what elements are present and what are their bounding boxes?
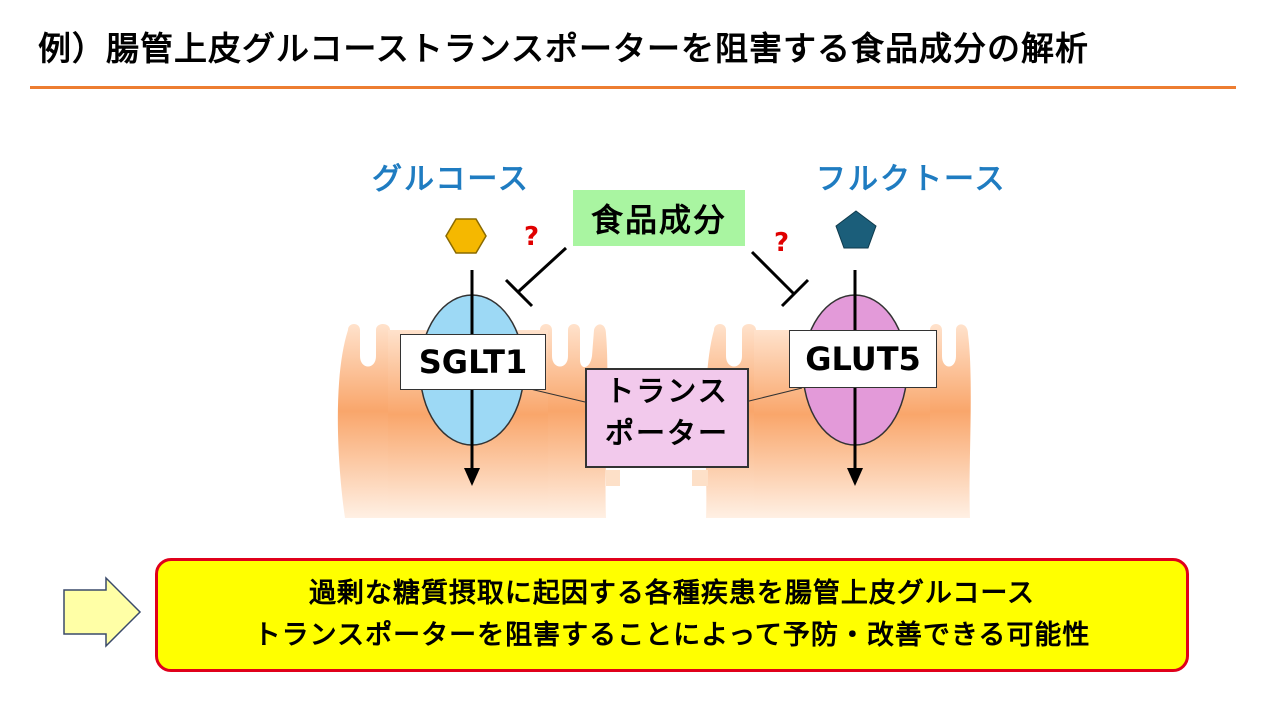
fructose-label: フルクトース	[816, 162, 1007, 197]
question-mark-left: ?	[524, 222, 540, 252]
conclusion-line1: 過剰な糖質摂取に起因する各種疾患を腸管上皮グルコース	[308, 578, 1036, 609]
glucose-hexagon-icon	[445, 218, 487, 254]
inhibition-bar-right	[780, 278, 810, 308]
transporter-line1: トランス	[605, 374, 729, 408]
glucose-arrowhead	[464, 468, 480, 486]
inhibition-line-right	[750, 250, 796, 296]
transporter-line2: ポーター	[604, 416, 729, 450]
transporter-box: トランス ポーター	[585, 368, 749, 468]
transporter-connector-left	[525, 387, 586, 403]
page-title: 例）腸管上皮グルコーストランスポーターを阻害する食品成分の解析	[38, 29, 1090, 68]
right-epithelial-cell	[930, 324, 971, 518]
fructose-arrowhead	[847, 468, 863, 486]
left-epithelial-cell	[337, 324, 390, 518]
conclusion-line2: トランスポーターを阻害することによって予防・改善できる可能性	[253, 620, 1091, 651]
fructose-pentagon-icon	[835, 210, 877, 249]
glut5-label: GLUT5	[789, 330, 937, 388]
transporter-connector-right	[744, 387, 803, 403]
title-underline	[30, 86, 1236, 89]
conclusion-box: 過剰な糖質摂取に起因する各種疾患を腸管上皮グルコース トランスポーターを阻害する…	[155, 558, 1189, 672]
inhibition-line-left	[516, 246, 568, 294]
food-component-box: 食品成分	[573, 190, 745, 246]
inhibition-bar-left	[504, 278, 534, 308]
glucose-label: グルコース	[372, 162, 530, 197]
question-mark-right: ?	[774, 228, 790, 258]
right-arrow-icon	[63, 576, 142, 648]
sglt1-label: SGLT1	[400, 334, 546, 390]
